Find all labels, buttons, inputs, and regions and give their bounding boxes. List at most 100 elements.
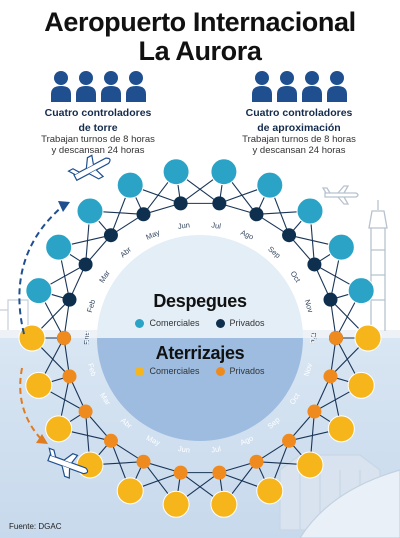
legend-commercial-label: Comerciales (149, 366, 200, 376)
control-tower-icon (368, 200, 388, 331)
private-flights-dot (249, 454, 264, 469)
month-label: Ene (83, 331, 92, 344)
legend-commercial-swatch (135, 366, 145, 376)
person-icon (50, 71, 71, 102)
month-label: Ago (239, 228, 255, 242)
people-icons (13, 70, 183, 104)
aterrizajes-legend: Comerciales Privados (0, 366, 400, 376)
private-flights-dot (282, 433, 297, 448)
legend-commercial-swatch (135, 318, 145, 328)
commercial-flights-dot (116, 477, 144, 505)
month-label: Ene (82, 331, 91, 344)
commercial-flights-dot (25, 277, 53, 305)
month-label: Jul (211, 444, 222, 454)
central-hub (97, 235, 303, 441)
despegues-legend: Comerciales Privados (0, 318, 400, 328)
tower-controllers-group: Cuatro controladores de torre Trabajan t… (13, 70, 183, 156)
group-title-line2: de torre (78, 122, 118, 134)
month-label: Ago (239, 433, 255, 447)
month-label: Nov (303, 298, 315, 314)
private-flights-dot (136, 454, 151, 469)
month-label: Mar (97, 268, 112, 284)
commercial-flights-dot (296, 197, 324, 225)
people-icons (214, 70, 384, 104)
commercial-flights-dot (210, 490, 238, 518)
person-icon (75, 71, 96, 102)
person-icon (276, 71, 297, 102)
month-label: Dic (309, 333, 318, 344)
arrow-head-icon (36, 434, 48, 444)
month-label: May (145, 228, 162, 242)
group-desc-line2: y descansan 24 horas (252, 145, 346, 156)
group-title-line1: Cuatro controladores (245, 107, 353, 119)
approach-controllers-group: Cuatro controladores de aproximación Tra… (214, 70, 384, 156)
private-flights-dot (307, 404, 322, 419)
group-title-line1: Cuatro controladores (44, 107, 152, 119)
airplane-icon (47, 447, 89, 479)
month-label: Sep (266, 244, 282, 260)
commercial-flights-dot (210, 158, 238, 186)
private-flights-dot (62, 292, 77, 307)
private-flights-dot (62, 369, 77, 384)
commercial-flights-dot (327, 233, 355, 261)
month-label: Feb (85, 299, 97, 314)
month-label: May (145, 433, 162, 447)
despegues-heading: Despegues (153, 291, 247, 311)
legend-private-label: Privados (229, 318, 265, 328)
commercial-flights-dot (162, 158, 190, 186)
commercial-flights-dot (347, 371, 375, 399)
commercial-flights-dot (45, 415, 73, 443)
page-title: Aeropuerto Internacional (44, 7, 356, 37)
person-icon (326, 71, 347, 102)
commercial-flights-dot (25, 371, 53, 399)
month-label: Feb (86, 362, 98, 377)
commercial-flights-dot (76, 451, 104, 479)
legend-private-swatch (215, 366, 225, 376)
aterrizajes-heading: Aterrizajes (155, 343, 245, 363)
commercial-flights-dot (116, 171, 144, 199)
person-icon (100, 71, 121, 102)
month-label: Oct (289, 269, 303, 284)
person-icon (301, 71, 322, 102)
private-flights-dot (212, 465, 227, 480)
person-icon (125, 71, 146, 102)
private-flights-dot (173, 465, 188, 480)
person-icon (251, 71, 272, 102)
legend-private-label: Privados (229, 366, 265, 376)
private-flights-dot (323, 369, 338, 384)
month-label: Abr (119, 416, 134, 431)
airplane-icon (67, 154, 111, 182)
private-flights-dot (282, 228, 297, 243)
private-flights-dot (103, 433, 118, 448)
commercial-flights-dot (162, 490, 190, 518)
month-label: Mar (98, 391, 113, 407)
private-flights-dot (57, 331, 71, 345)
airplane-icon (321, 185, 359, 205)
private-flights-dot (136, 207, 151, 222)
month-label: Oct (288, 391, 302, 406)
arrow-head-icon (58, 201, 70, 212)
group-desc-line1: Trabajan turnos de 8 horas (41, 134, 155, 145)
month-label: Jul (211, 221, 222, 231)
group-desc-line1: Trabajan turnos de 8 horas (242, 134, 356, 145)
private-flights-dot (103, 228, 118, 243)
commercial-flights-dot (76, 197, 104, 225)
commercial-flights-dot (256, 477, 284, 505)
month-label: Jun (177, 444, 190, 455)
commercial-flights-dot (256, 171, 284, 199)
source-note: Fuente: DGAC (9, 522, 62, 531)
month-label: Nov (302, 362, 314, 378)
group-title-line2: de aproximación (257, 122, 341, 134)
private-flights-dot (329, 331, 343, 345)
page-subtitle: La Aurora (138, 36, 262, 66)
private-flights-dot (307, 257, 322, 272)
private-flights-dot (323, 292, 338, 307)
group-desc-line2: y descansan 24 horas (51, 145, 145, 156)
commercial-flights-dot (296, 451, 324, 479)
commercial-flights-dot (327, 415, 355, 443)
month-label: Sep (266, 415, 282, 431)
month-label: Jun (177, 220, 190, 231)
